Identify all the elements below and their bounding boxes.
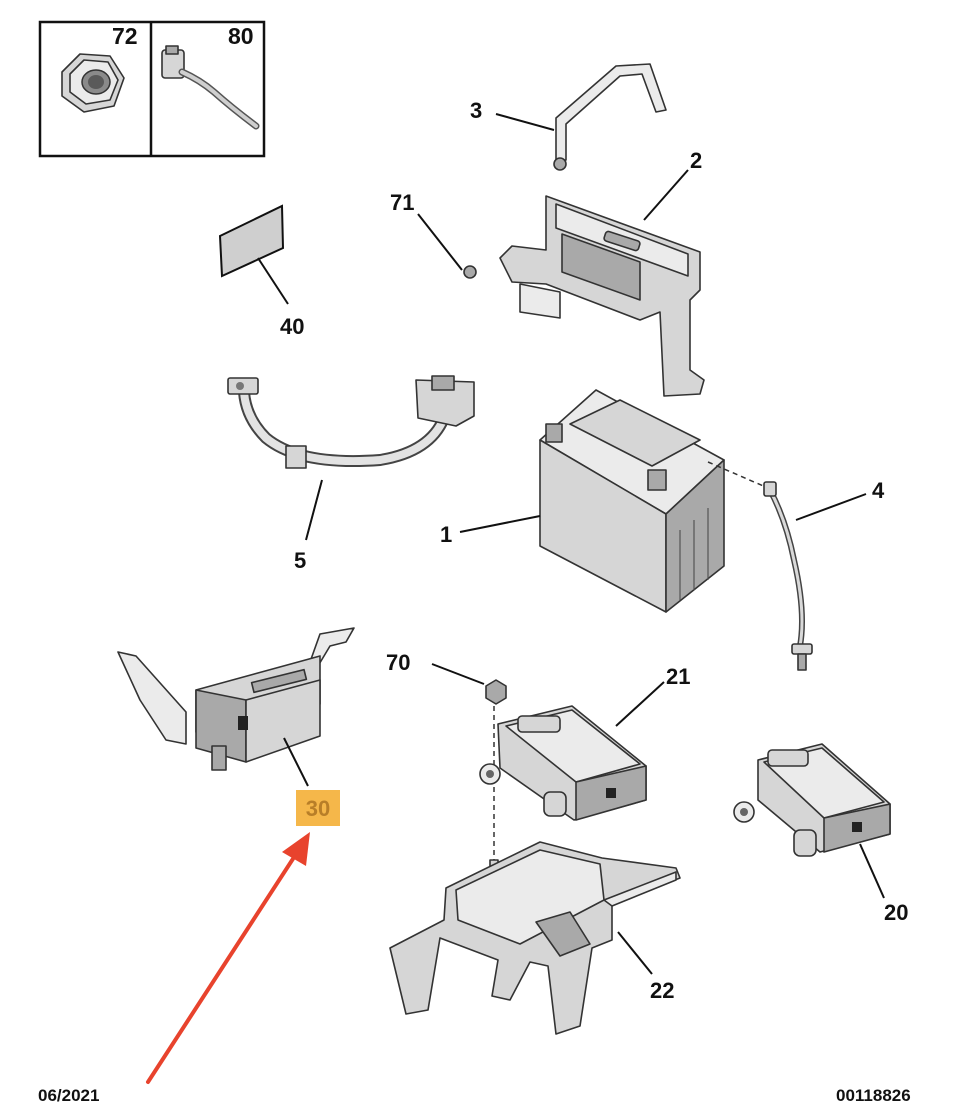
control-module-icon [117, 627, 355, 771]
callout-40: 40 [280, 314, 304, 339]
hold-down-rod-icon [553, 63, 667, 171]
callout-20: 20 [884, 900, 908, 925]
cable-harness-icon [227, 375, 475, 469]
relay-module-21-icon [479, 705, 647, 821]
callout-21: 21 [666, 664, 690, 689]
callout-3: 3 [470, 98, 482, 123]
leader-lines [257, 113, 885, 975]
label-sticker-icon [218, 204, 285, 278]
red-arrow-icon [146, 832, 310, 1084]
highlight-badge-bg [296, 790, 340, 826]
hex-nut-icon [61, 53, 125, 113]
callout-5: 5 [294, 548, 306, 573]
footer-ref: 00118826 [836, 1086, 911, 1105]
battery-icon [539, 389, 725, 613]
callout-22: 22 [650, 978, 674, 1003]
vent-tube-icon [707, 461, 813, 671]
callout-30: 30 [306, 796, 330, 821]
mounting-bolt-icon [485, 679, 507, 891]
callout-4: 4 [872, 478, 885, 503]
relay-module-20-icon [733, 743, 891, 857]
callout-71: 71 [390, 190, 414, 215]
inset-label-80: 80 [228, 23, 254, 49]
callout-70: 70 [386, 650, 410, 675]
callout-1: 1 [440, 522, 452, 547]
connector-clip-icon [161, 45, 260, 130]
inset-box: 72 80 [38, 20, 266, 158]
battery-bracket-icon [463, 195, 705, 397]
footer-date: 06/2021 [38, 1086, 100, 1105]
highlight-badge-30[interactable]: 30 [296, 790, 340, 826]
callout-2: 2 [690, 148, 702, 173]
inset-label-72: 72 [112, 23, 138, 49]
mounting-bracket-22-icon [389, 841, 681, 1035]
